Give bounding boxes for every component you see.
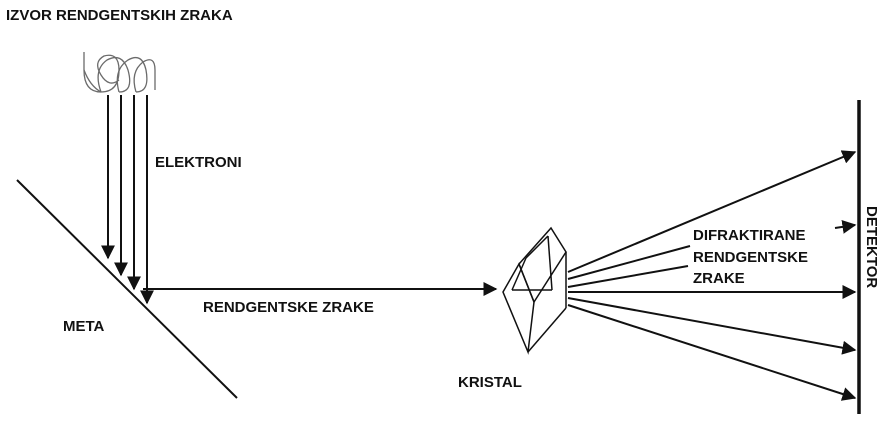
- crystal-bottom-edge: [527, 307, 567, 353]
- filament-coil: [83, 52, 156, 93]
- crystal-left-face: [502, 262, 535, 355]
- crystal-label: KRISTAL: [458, 374, 522, 391]
- diffracted-beam-2a: [567, 245, 691, 280]
- diffracted-beam-2b: [834, 219, 857, 234]
- crystal-front-face: [518, 226, 567, 304]
- target-anode: [16, 179, 238, 399]
- detector-label: DETEKTOR: [863, 206, 880, 288]
- source-label: IZVOR RENDGENTSKIH ZRAKA: [6, 7, 233, 24]
- diffracted-label-line2: RENDGENTSKE: [693, 249, 808, 266]
- electrons-label: ELEKTRONI: [155, 154, 242, 171]
- diffracted-beams: [567, 150, 857, 401]
- diffracted-beam-3: [567, 265, 689, 288]
- diffracted-beam-5: [567, 297, 857, 355]
- diffracted-beam-1: [567, 150, 857, 273]
- diffracted-label-line3: ZRAKE: [693, 270, 745, 287]
- crystal-inner-edge-1: [525, 235, 549, 259]
- crystal-inner-edge-2: [547, 235, 553, 291]
- crystal: [502, 226, 567, 355]
- crystal-inner-edge-4: [511, 257, 527, 291]
- electron-beams: [101, 95, 154, 305]
- xray-label: RENDGENTSKE ZRAKE: [203, 299, 374, 316]
- target-label: META: [63, 318, 105, 335]
- diffracted-label-line1: DIFRAKTIRANE: [693, 227, 806, 244]
- diffracted-beam-6: [567, 304, 857, 401]
